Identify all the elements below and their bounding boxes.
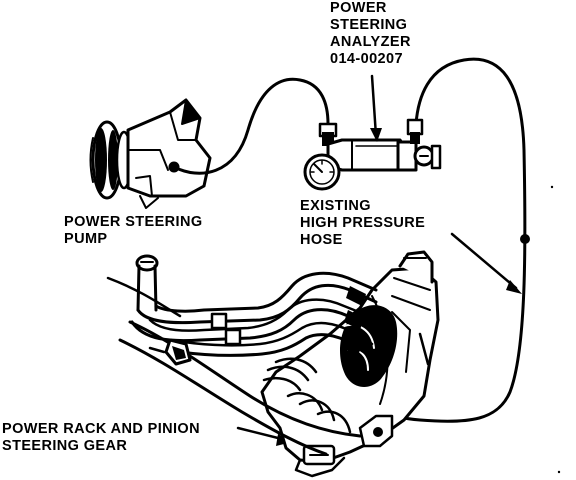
pump-pulley [89,120,133,200]
gear-label-line2: STEERING GEAR [2,438,128,454]
pump-label: POWER STEERING PUMP [64,214,203,248]
analyzer-label-line4: 014-00207 [330,51,403,67]
hose-leader-arrow [506,280,522,294]
steering-lines [130,254,378,366]
hose-leader [450,232,518,290]
analyzer-label-line1: POWER [330,0,387,16]
gear-label: POWER RACK AND PINION STEERING GEAR [2,421,200,455]
gear-label-line1: POWER RACK AND PINION [2,421,200,437]
analyzer-label-line3: ANALYZER [330,34,411,50]
analyzer-leader [370,74,378,138]
hose-label-line3: HOSE [300,232,343,248]
hose-label-line1: EXISTING [300,198,371,214]
pump-label-line1: POWER STEERING [64,214,203,230]
speck [550,185,554,189]
hose-label: EXISTING HIGH PRESSURE HOSE [300,198,425,249]
existing-high-pressure-hose [370,57,527,423]
analyzer-label-line2: STEERING [330,17,408,33]
hose-label-line2: HIGH PRESSURE [300,215,426,231]
pump-body [126,98,212,209]
speck [557,470,561,474]
analyzer-label: POWER STEERING ANALYZER 014-00207 [330,0,411,68]
pump-label-line2: PUMP [64,231,108,247]
analyzer-assembly [303,118,442,191]
analyzer-leader-arrow [370,128,382,142]
pump-pressure-hose [172,77,330,175]
steering-gear [106,250,440,478]
hose-clamp [520,234,530,244]
